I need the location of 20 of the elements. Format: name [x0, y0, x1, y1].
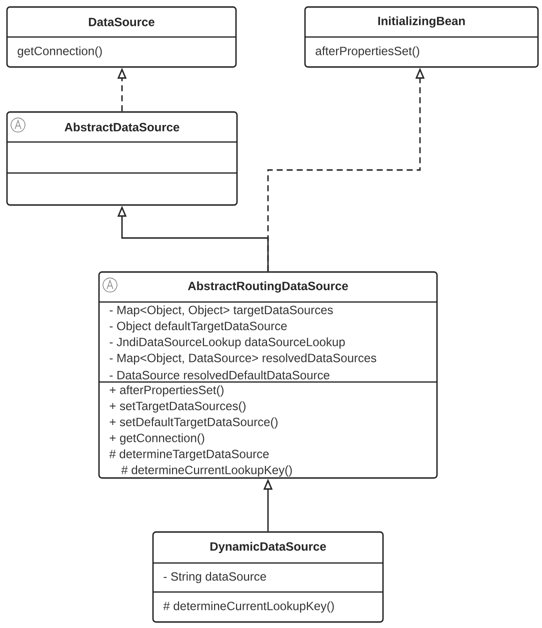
- class-name: InitializingBean: [378, 16, 465, 28]
- class-name: DataSource: [88, 18, 154, 26]
- class-name: DynamicDataSource: [210, 542, 326, 554]
- member-text: - String dataSource: [164, 572, 266, 584]
- member-text: + getConnection(): [110, 433, 204, 445]
- member-text: afterPropertiesSet(): [316, 46, 420, 58]
- member-text: + afterPropertiesSet(): [110, 385, 224, 397]
- class-name: AbstractRoutingDataSource: [188, 281, 348, 293]
- class-name: AbstractDataSource: [64, 122, 180, 132]
- member-text: + setDefaultTargetDataSource(): [110, 417, 278, 429]
- member-text: # determineCurrentLookupKey(): [121, 465, 292, 477]
- member-text: + setTargetDataSources(): [110, 401, 246, 413]
- member-text: # determineTargetDataSource: [109, 449, 269, 461]
- member-text: # determineCurrentLookupKey(): [163, 601, 334, 613]
- member-text: - Map<Object, Object> targetDataSources: [110, 305, 333, 317]
- member-text: - Object defaultTargetDataSource: [110, 321, 287, 333]
- member-text: - Map<Object, DataSource> resolvedDataSources: [110, 353, 376, 365]
- member-text: - DataSource resolvedDefaultDataSource: [110, 370, 330, 380]
- member-text: - JndiDataSourceLookup dataSourceLookup: [110, 337, 345, 349]
- member-text: getConnection(): [18, 46, 102, 58]
